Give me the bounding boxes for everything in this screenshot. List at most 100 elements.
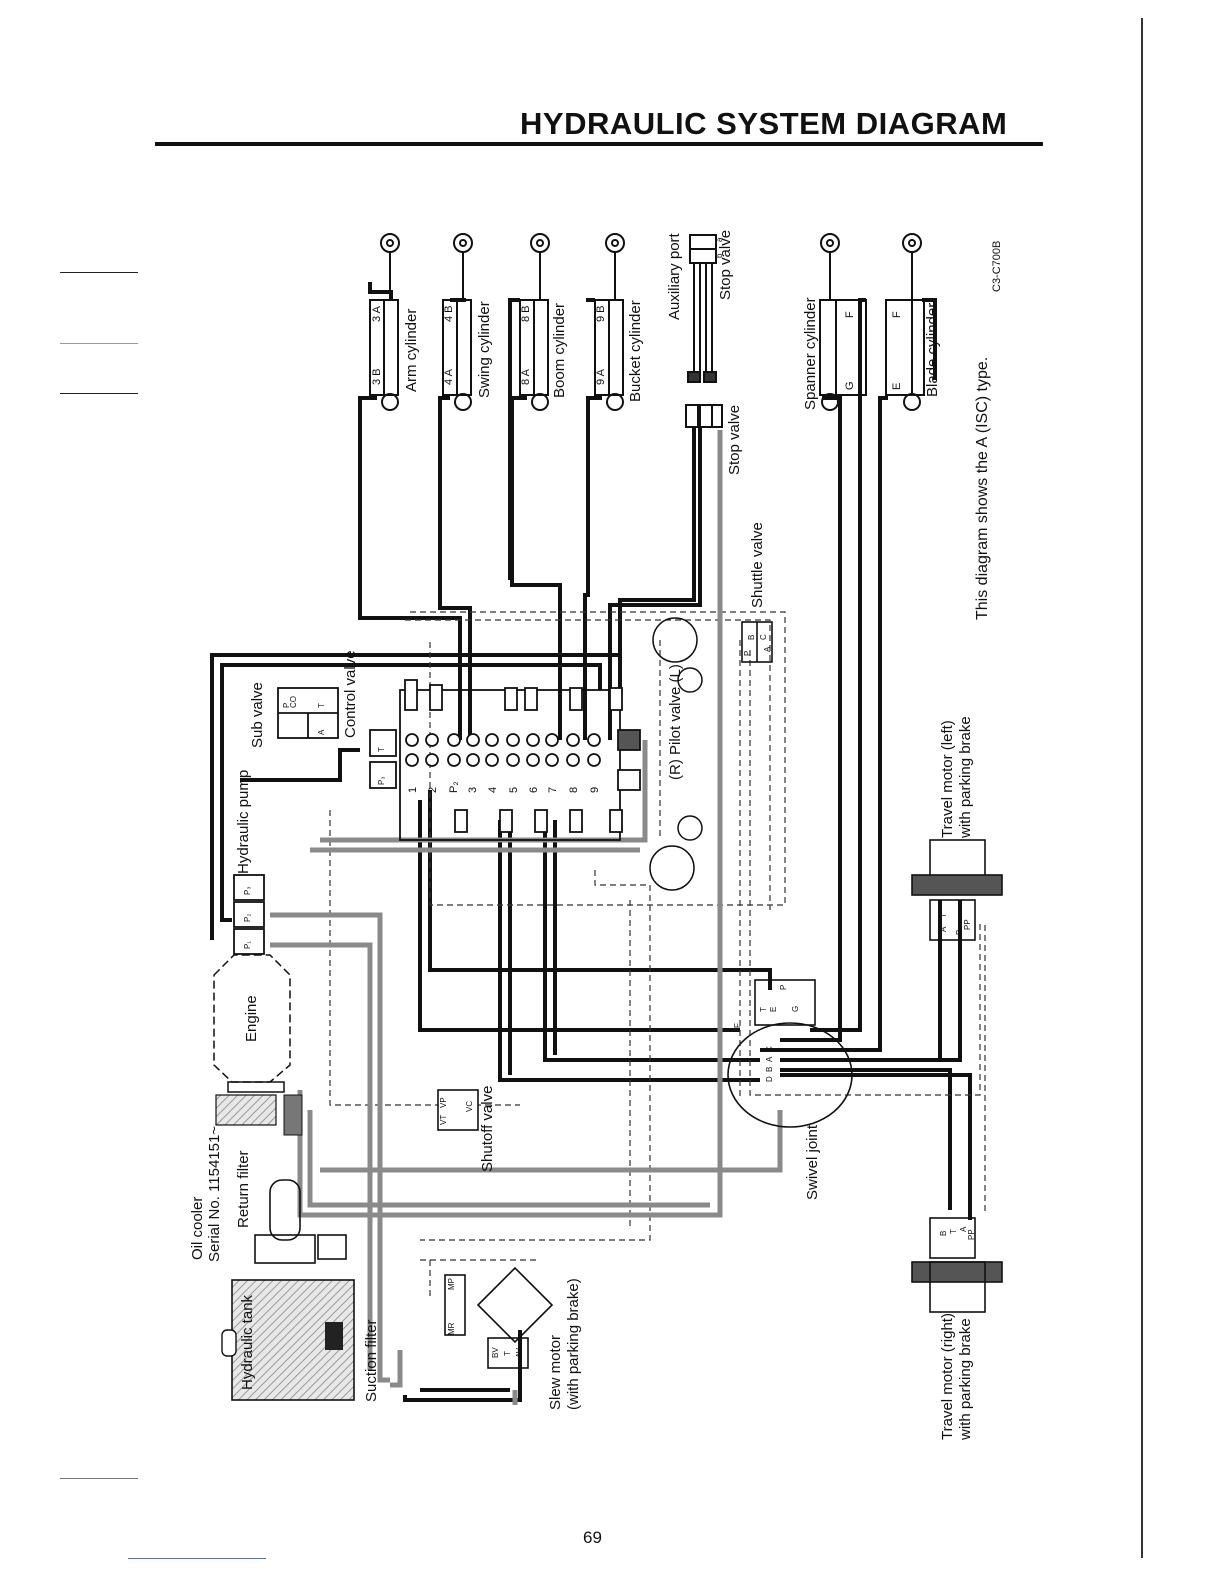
engine-symbol — [213, 954, 291, 1093]
boom-port-b-label: 8 A — [520, 369, 532, 385]
return-filter-symbol — [254, 1179, 347, 1264]
pump-symbol — [233, 874, 265, 955]
swivel-joint-symbol — [727, 979, 853, 1128]
return-filter-label: Return filter — [235, 1150, 252, 1228]
hydraulic-tank-label: Hydraulic tank — [239, 1294, 256, 1390]
swing-cylinder-label: Swing cylinder — [476, 301, 493, 398]
slew-port-label: BV — [491, 1347, 500, 1358]
sub-valve-port-label: CO — [289, 696, 298, 708]
control-section-label: 2 — [427, 786, 439, 793]
diagram-note: This diagram shows the A (ISC) type. — [974, 356, 991, 620]
travel-motor-left-symbol — [911, 839, 1003, 941]
arm-port-b-label: 3 B — [371, 368, 383, 385]
shuttle-port-label: A — [763, 646, 772, 652]
swivel-port-label: F — [733, 1023, 742, 1028]
hydraulic-tank-symbol — [221, 1279, 355, 1401]
page-title: HYDRAULIC SYSTEM DIAGRAM — [520, 106, 1008, 141]
spanner-cylinder-label: Spanner cylinder — [802, 297, 819, 410]
suction-filter-label: Suction filter — [363, 1319, 380, 1402]
margin-mark — [60, 1478, 138, 1479]
spanner-cylinder-symbol — [819, 233, 867, 411]
auxiliary-port-symbol — [687, 234, 717, 383]
working-lines — [210, 282, 972, 1402]
swivel-port-label: T — [759, 1007, 768, 1012]
pump-port-label: P₃ — [243, 886, 252, 895]
travel-left-port-label: T — [939, 913, 948, 918]
swivel-port-label: B — [765, 1066, 774, 1072]
control-section-label: 5 — [508, 786, 520, 793]
serial-number-label: Serial No. 1154151~ — [206, 1125, 223, 1262]
control-section-label: 4 — [487, 786, 499, 793]
control-section-label: 6 — [528, 786, 540, 793]
page-edge-rule — [1141, 18, 1143, 1558]
slew-port-label: MP — [447, 1278, 456, 1290]
title-rule — [155, 142, 1043, 146]
arm-cylinder-label: Arm cylinder — [403, 308, 420, 392]
oil-cooler-symbol — [215, 1094, 277, 1126]
margin-mark — [60, 343, 138, 344]
return-lines — [270, 430, 783, 1405]
travel-motor-left-label: Travel motor (left) — [939, 720, 956, 838]
shutoff-valve-label: Shutoff valve — [479, 1085, 496, 1172]
travel-left-port-label: B — [955, 929, 964, 935]
travel-motor-right-sublabel: with parking brake — [957, 1318, 974, 1440]
travel-right-port-label: B — [939, 1230, 948, 1236]
stop-valve-lower-symbol — [685, 404, 723, 428]
control-valve-symbol — [369, 679, 641, 841]
sub-valve-label: Sub valve — [249, 682, 266, 748]
control-valve-label: Control valve — [342, 650, 359, 738]
pilot-valve-label: (R) Pilot valve (L) — [667, 664, 684, 780]
blade-cylinder-label: Blade cylinder — [924, 302, 941, 397]
swivel-port-label: P — [779, 984, 788, 990]
bucket-port-b-label: 9 A — [595, 369, 607, 385]
shuttle-port-label: C — [759, 634, 768, 640]
swing-port-b-label: 4 A — [443, 369, 455, 385]
slew-motor-symbol — [444, 1266, 554, 1369]
travel-motor-left-sublabel: with parking brake — [957, 716, 974, 838]
travel-left-port-label: PP — [963, 919, 972, 930]
bucket-cylinder-label: Bucket cylinder — [627, 300, 644, 402]
sub-valve-symbol — [277, 687, 339, 739]
shutoff-port-label: VC — [465, 1100, 474, 1112]
travel-right-port-label: PP — [967, 1229, 976, 1240]
shutoff-port-label: VP — [439, 1097, 448, 1108]
spanner-port-a-label: F — [844, 311, 856, 318]
shuttle-port-label: B — [747, 634, 756, 640]
margin-mark — [60, 393, 138, 394]
engine-label: Engine — [243, 995, 260, 1042]
blade-port-b-label: E — [891, 382, 903, 390]
hydraulic-pump-label: Hydraulic pump — [235, 769, 252, 874]
travel-motor-right-symbol — [911, 1217, 1003, 1313]
figure-code: C3-C700B — [991, 240, 1003, 292]
shutoff-valve-symbol — [437, 1089, 479, 1131]
margin-mark — [60, 272, 138, 273]
blade-port-a-label: F — [891, 311, 903, 318]
slew-port-label: AV — [515, 1347, 524, 1358]
swivel-port-label: A — [765, 1056, 774, 1062]
slew-motor-label: Slew motor — [547, 1334, 564, 1410]
stop-valve-upper-label: Stop valve — [717, 229, 734, 300]
swivel-port-label: C — [765, 1046, 774, 1052]
bucket-cylinder-symbol — [594, 233, 625, 411]
shuttle-valve-label: Shuttle valve — [749, 522, 766, 608]
travel-right-port-label: T — [949, 1229, 958, 1234]
bottom-link-underline — [128, 1558, 266, 1559]
boom-port-a-label: 8 B — [520, 305, 532, 322]
sub-valve-port-label: T — [317, 703, 326, 708]
slew-motor-sublabel: (with parking brake) — [565, 1278, 582, 1410]
shuttle-valve-symbol — [741, 621, 773, 663]
shutoff-port-label: VT — [439, 1114, 448, 1125]
slew-port-label: MR — [447, 1322, 456, 1335]
control-section-label: 8 — [568, 786, 580, 793]
pilot-valve-symbols — [649, 617, 703, 891]
control-section-label: P₂ — [448, 781, 460, 793]
travel-motor-right-label: Travel motor (right) — [939, 1313, 956, 1440]
sub-valve-port-label: A — [317, 729, 326, 735]
swivel-port-label: G — [791, 1005, 800, 1012]
swing-port-a-label: 4 B — [443, 305, 455, 322]
control-port-label: P₃ — [377, 776, 386, 785]
stop-valve-lower-label: Stop valve — [726, 404, 743, 475]
pump-port-label: P₁ — [243, 940, 252, 949]
blade-cylinder-symbol — [885, 233, 925, 411]
